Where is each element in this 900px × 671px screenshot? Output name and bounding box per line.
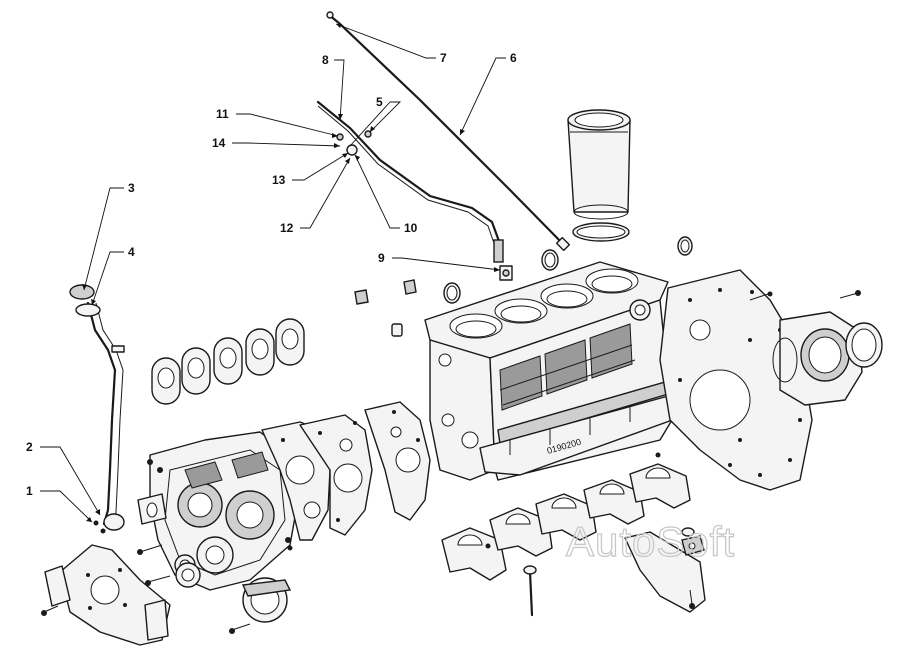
cylinder-liner <box>567 109 631 242</box>
bearing-shells <box>151 318 305 405</box>
front-seal-parts <box>175 545 293 634</box>
callout-8: 8 <box>322 53 329 67</box>
rear-plate <box>659 269 861 491</box>
thrust-bracket <box>523 527 706 617</box>
callout-labels: 1 2 3 4 5 6 7 8 9 10 11 12 13 14 <box>26 51 517 498</box>
callout-6: 6 <box>510 51 517 65</box>
main-bearing-caps <box>441 452 691 581</box>
dipstick-assembly <box>316 11 571 281</box>
leader-lines <box>40 23 506 523</box>
callout-11: 11 <box>216 107 229 121</box>
cylinder-block: 0190200 <box>424 261 701 481</box>
rear-seal-housing <box>772 311 883 406</box>
callout-12: 12 <box>280 221 294 235</box>
callout-1: 1 <box>26 484 33 498</box>
oil-filler-pipe <box>69 284 125 534</box>
gasket-plates <box>261 401 431 541</box>
watermark: AutoSoft <box>566 518 735 565</box>
front-plate <box>41 544 171 646</box>
callout-2: 2 <box>26 440 33 454</box>
callout-3: 3 <box>128 181 135 195</box>
callout-7: 7 <box>440 51 447 65</box>
callout-4: 4 <box>128 245 135 259</box>
callout-13: 13 <box>272 173 286 187</box>
plugs-and-seals <box>354 236 693 337</box>
callout-9: 9 <box>378 251 385 265</box>
callout-10: 10 <box>404 221 418 235</box>
callout-14: 14 <box>212 136 226 150</box>
timing-case <box>137 431 299 591</box>
callout-5: 5 <box>376 95 383 109</box>
